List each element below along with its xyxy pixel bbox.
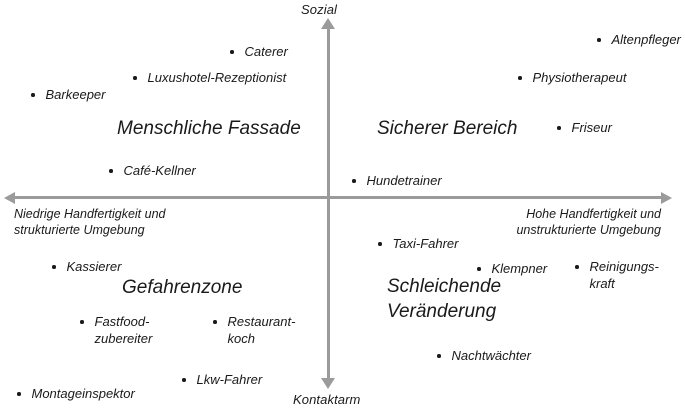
data-point: Barkeeper [31,86,105,103]
data-point: Hundetrainer [352,172,442,189]
quadrant-label-top-left: Menschliche Fassade [117,118,301,139]
data-point-label: Reinigungs- kraft [589,259,659,291]
quadrant-label-bottom-right: Schleichende Veränderung [387,274,501,324]
data-point-marker-icon [477,267,481,271]
data-point-marker-icon [352,179,356,183]
data-point-label: Café-Kellner [123,163,196,178]
data-point-label: Montageinspektor [31,386,135,401]
data-point-marker-icon [518,76,522,80]
data-point: Montageinspektor [17,385,135,402]
data-point-label: Klempner [491,261,548,276]
data-point-label: Physiotherapeut [532,70,627,85]
quadrant-label-bottom-right-line2: Veränderung [387,301,497,322]
arrow-up-icon [321,18,335,29]
data-point-marker-icon [557,126,561,130]
data-point-label: Lkw-Fahrer [196,372,263,387]
data-point-label: Taxi-Fahrer [392,236,459,251]
data-point: Friseur [557,119,612,136]
data-point: Klempner [477,260,547,277]
axis-caption-right: Hohe Handfertigkeit und unstrukturierte … [516,206,661,238]
data-point-marker-icon [378,242,382,246]
axis-caption-right-line2: unstrukturierte Umgebung [516,223,661,237]
data-point-marker-icon [52,265,56,269]
data-point: Physiotherapeut [518,69,626,86]
axis-caption-left: Niedrige Handfertigkeit und strukturiert… [14,206,165,238]
data-point-label: Friseur [571,120,612,135]
data-point: Lkw-Fahrer [182,371,262,388]
data-point-marker-icon [31,93,35,97]
data-point: Fastfood- zubereiter [80,313,152,347]
data-point: Luxushotel-Rezeptionist [133,69,286,86]
data-point-marker-icon [437,354,441,358]
data-point-label: Hundetrainer [366,173,442,188]
horizontal-axis-line [14,196,664,199]
data-point-label: Kassierer [66,259,122,274]
data-point: Reinigungs- kraft [575,258,659,292]
quadrant-label-top-right: Sicherer Bereich [377,118,518,139]
data-point-marker-icon [230,50,234,54]
data-point-marker-icon [17,392,21,396]
quadrant-label-bottom-left: Gefahrenzone [122,277,243,298]
data-point-label: Fastfood- zubereiter [94,314,153,346]
vertical-axis-line [327,26,330,381]
axis-caption-left-line1: Niedrige Handfertigkeit und [14,207,166,221]
data-point-marker-icon [80,320,84,324]
data-point-marker-icon [213,320,217,324]
data-point-label: Barkeeper [45,87,106,102]
data-point: Kassierer [52,258,121,275]
data-point-marker-icon [597,38,601,42]
data-point-label: Restaurant- koch [227,314,296,346]
data-point: Caterer [230,43,288,60]
data-point: Restaurant- koch [213,313,295,347]
data-point: Taxi-Fahrer [378,235,458,252]
data-point-label: Nachtwächter [451,348,531,363]
data-point-marker-icon [182,378,186,382]
arrow-down-icon [321,378,335,389]
data-point: Altenpfleger [597,31,681,48]
data-point-marker-icon [575,265,579,269]
data-point: Café-Kellner [109,162,196,179]
data-point-label: Caterer [244,44,288,59]
arrow-left-icon [4,191,15,204]
data-point-marker-icon [109,169,113,173]
arrow-right-icon [661,191,672,204]
axis-caption-right-line1: Hohe Handfertigkeit und [526,207,661,221]
data-point-label: Luxushotel-Rezeptionist [147,70,287,85]
data-point-marker-icon [133,76,137,80]
data-point: Nachtwächter [437,347,531,364]
axis-label-bottom: Kontaktarm [293,392,361,407]
data-point-label: Altenpfleger [611,32,681,47]
axis-label-top: Sozial [301,2,338,17]
quadrant-label-bottom-right-line1: Schleichende [387,276,502,297]
axis-caption-left-line2: strukturierte Umgebung [14,223,145,237]
